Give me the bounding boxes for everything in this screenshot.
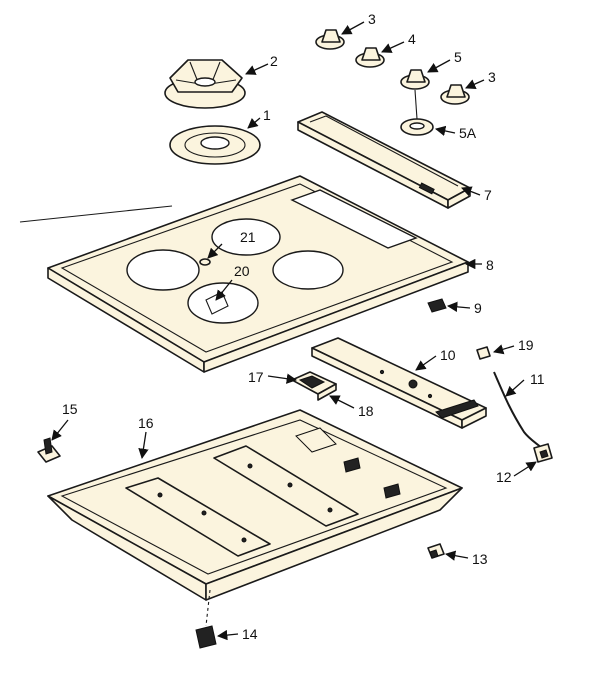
part-manifold-cover <box>311 337 487 429</box>
callout-21: 21 <box>240 229 256 245</box>
part-knob-bezel <box>400 89 434 136</box>
part-pan-clip <box>427 543 445 559</box>
callout-5: 5 <box>454 49 462 65</box>
callout-11: 11 <box>530 371 545 387</box>
callout-13: 13 <box>472 551 488 567</box>
callout-7: 7 <box>484 187 492 203</box>
part-burner-base <box>169 125 261 165</box>
part-corner-clip <box>37 437 61 463</box>
part-burner-head <box>164 59 246 109</box>
callout-17: 17 <box>248 369 264 385</box>
part-leveling-leg <box>195 589 217 649</box>
part-knob <box>315 29 345 50</box>
callout-5a: 5A <box>459 125 477 141</box>
part-clip <box>427 298 447 313</box>
part-base-pan <box>47 409 463 601</box>
callout-2: 2 <box>270 53 278 69</box>
part-orifice <box>476 346 491 360</box>
callout-12: 12 <box>496 469 512 485</box>
part-knob <box>440 84 470 105</box>
part-control-panel <box>297 111 471 209</box>
part-knob <box>400 69 430 90</box>
callout-9: 9 <box>474 300 482 316</box>
callout-16: 16 <box>138 415 154 431</box>
callout-15: 15 <box>62 401 78 417</box>
callout-3: 3 <box>488 69 496 85</box>
callout-8: 8 <box>486 257 494 273</box>
callout-14: 14 <box>242 626 258 642</box>
callout-1: 1 <box>263 107 271 123</box>
callout-18: 18 <box>358 403 374 419</box>
callout-4: 4 <box>408 31 416 47</box>
part-bracket <box>291 371 337 401</box>
callout-labels: 2 1 3 4 5 3 5A 7 8 9 10 11 12 13 14 15 1… <box>62 11 545 642</box>
callout-3: 3 <box>368 11 376 27</box>
callout-19: 19 <box>518 337 534 353</box>
callout-10: 10 <box>440 347 456 363</box>
part-ignitor-bracket <box>533 443 553 463</box>
part-knob <box>355 47 385 68</box>
leader-lines <box>51 21 537 641</box>
part-ignitor-wire <box>493 371 545 451</box>
callout-20: 20 <box>234 263 250 279</box>
part-cooktop <box>47 175 469 373</box>
